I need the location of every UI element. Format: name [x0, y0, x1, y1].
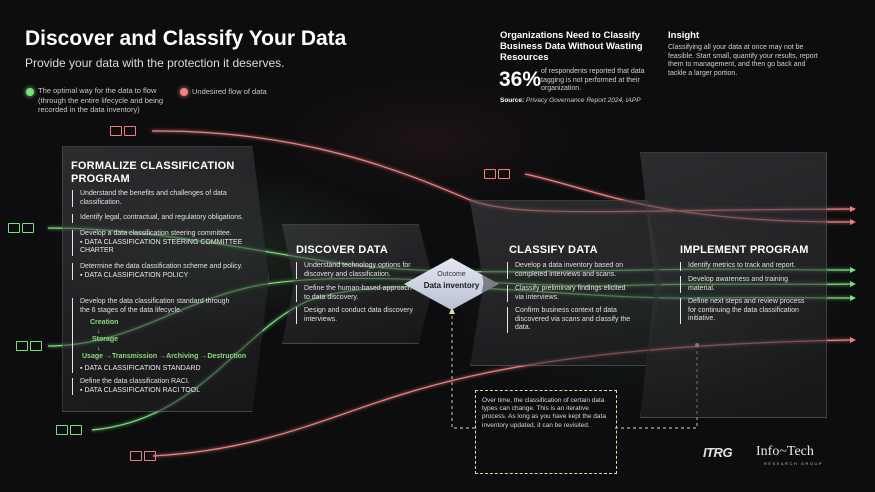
document-icon — [130, 451, 142, 461]
implement-item-next-steps: Define next steps and review process for… — [680, 298, 813, 324]
formalize-item-raci: Define the data classification RACI. ▪ D… — [72, 378, 260, 395]
laptop-icon — [8, 223, 20, 233]
stat-source-label: Source: — [500, 97, 525, 104]
stat-value: 36% — [499, 68, 542, 91]
formalize-item-standard-text: Develop the data classification standard… — [80, 298, 230, 314]
green-device-pair — [16, 341, 42, 351]
arrowhead-icon — [850, 206, 856, 212]
lifecycle-storage: Storage — [92, 336, 119, 343]
implement-title: IMPLEMENT PROGRAM — [680, 244, 809, 256]
lifecycle-archiving: Archiving — [166, 353, 199, 360]
down-arrow-icon: ↓ — [97, 327, 101, 335]
lifecycle-row: Usage →Transmission →Archiving →Destruct… — [82, 353, 265, 362]
arrowhead-icon — [850, 219, 856, 225]
formalize-item-obligations: Identify legal, contractual, and regulat… — [72, 214, 265, 223]
document-icon: ▪ — [80, 364, 85, 372]
stat-description: of respondents reported that data taggin… — [541, 68, 645, 92]
formalize-item-committee: Develop a data classification steering c… — [72, 230, 260, 256]
server-icon — [498, 169, 510, 179]
laptop-icon — [22, 223, 34, 233]
formalize-panel — [62, 146, 269, 412]
server-icon — [110, 126, 122, 136]
document-icon: ▪ — [80, 386, 85, 394]
laptop-icon — [16, 341, 28, 351]
standard-tool-label: DATA CLASSIFICATION STANDARD — [84, 364, 201, 372]
outcome-label: Outcome — [437, 271, 466, 278]
formalize-item-raci-text: Define the data classification RACI. — [80, 378, 190, 385]
stat-source: Source: Privacy Governance Report 2024, … — [500, 97, 641, 104]
classify-panel — [470, 200, 662, 366]
insight-heading: Insight — [668, 30, 700, 41]
green-device-pair — [56, 425, 82, 435]
document-icon: ▪ — [80, 238, 85, 246]
raci-tool: ▪ DATA CLASSIFICATION RACI TOOL — [80, 387, 260, 396]
undesired-flow-dot-icon — [180, 88, 188, 96]
formalize-item-policy-text: Determine the data classification scheme… — [80, 263, 243, 270]
discover-item-technology: Understand technology options for discov… — [296, 262, 424, 279]
raci-tool-label: DATA CLASSIFICATION RACI TOOL — [84, 386, 201, 394]
formalize-item-benefits: Understand the benefits and challenges o… — [72, 190, 230, 207]
policy-tool-label: DATA CLASSIFICATION POLICY — [84, 271, 189, 279]
right-arrow-icon: → — [103, 353, 112, 360]
lifecycle-creation: Creation — [90, 319, 119, 326]
green-device-pair — [8, 223, 34, 233]
document-icon: ▪ — [80, 271, 85, 279]
red-device-pair — [484, 169, 510, 179]
legend-optimal-text: The optimal way for the data to flow (th… — [38, 86, 164, 114]
stat-heading: Organizations Need to Classify Business … — [500, 30, 643, 63]
document-icon — [70, 425, 82, 435]
committee-charter-label: DATA CLASSIFICATION STEERING COMMITTEE C… — [80, 238, 243, 255]
page-title: Discover and Classify Your Data — [25, 27, 347, 50]
loop-arrowhead-icon — [449, 307, 455, 314]
policy-tool: ▪ DATA CLASSIFICATION POLICY — [80, 272, 260, 281]
committee-charter-tool: ▪ DATA CLASSIFICATION STEERING COMMITTEE… — [80, 239, 260, 256]
legend-undesired-text: Undesired flow of data — [192, 87, 267, 96]
lifecycle-destruction: Destruction — [207, 353, 247, 360]
iterative-note: Over time, the classification of certain… — [475, 390, 617, 474]
implement-item-awareness: Develop awareness and training material. — [680, 276, 798, 293]
red-device-pair — [130, 451, 156, 461]
discover-title: DISCOVER DATA — [296, 244, 389, 256]
arrowhead-icon — [850, 267, 856, 273]
lifecycle-usage: Usage — [82, 353, 104, 360]
server-icon — [484, 169, 496, 179]
classify-title: CLASSIFY DATA — [509, 244, 598, 256]
formalize-item-standard: Develop the data classification standard… — [72, 298, 265, 373]
formalize-item-policy: Determine the data classification scheme… — [72, 263, 260, 280]
outcome-value: Data inventory — [423, 281, 480, 290]
down-arrow-icon: ↓ — [97, 344, 101, 352]
red-device-pair — [110, 126, 136, 136]
infotech-logo-sub: RESEARCH GROUP — [764, 461, 824, 466]
laptop-icon — [30, 341, 42, 351]
lifecycle-transmission: Transmission — [111, 353, 158, 360]
insight-text: Classifying all your data at once may no… — [668, 44, 818, 77]
classify-item-confirm: Confirm business context of data discove… — [507, 307, 640, 333]
right-arrow-icon: → — [198, 353, 208, 360]
discover-item-interviews: Design and conduct data discovery interv… — [296, 307, 414, 324]
formalize-item-committee-text: Develop a data classification steering c… — [80, 230, 232, 237]
optimal-flow-dot-icon — [26, 88, 34, 96]
document-icon — [56, 425, 68, 435]
arrowhead-icon — [850, 281, 856, 287]
page-subtitle: Provide your data with the protection it… — [25, 56, 285, 70]
document-icon — [144, 451, 156, 461]
right-arrow-icon: → — [157, 353, 167, 360]
arrowhead-icon — [850, 295, 856, 301]
classify-item-preliminary: Classify preliminary findings elicited v… — [507, 285, 635, 302]
server-icon — [124, 126, 136, 136]
classify-item-inventory: Develop a data inventory based on comple… — [507, 262, 640, 279]
infotech-logo: Info~Tech — [756, 444, 814, 459]
standard-tool: ▪ DATA CLASSIFICATION STANDARD — [80, 365, 265, 374]
itrg-logo: ITRG — [703, 445, 733, 460]
discover-item-human: Define the human-based approach to data … — [296, 285, 414, 302]
implement-panel — [640, 152, 827, 418]
implement-item-metrics: Identify metrics to track and report. — [680, 262, 818, 271]
stat-source-text: Privacy Governance Report 2024, IAPP — [526, 97, 641, 104]
arrowhead-icon — [850, 337, 856, 343]
lifecycle-diagram: Creation ↓ Storage ↓ — [90, 319, 265, 353]
formalize-title: FORMALIZE CLASSIFICATION PROGRAM — [71, 160, 235, 185]
iterative-loop-line — [451, 312, 475, 429]
